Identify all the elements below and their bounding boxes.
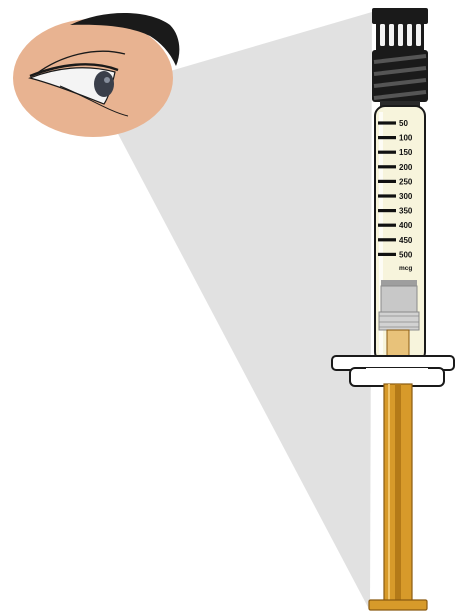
graduation-label: 150 (399, 148, 413, 157)
graduation-tick (378, 209, 396, 213)
graduation-label: 350 (399, 207, 413, 216)
graduation-tick (378, 136, 396, 140)
graduation-label: 250 (399, 177, 413, 186)
graduation-tick (378, 238, 396, 242)
graduation-label: 300 (399, 192, 413, 201)
graduation-tick (378, 150, 396, 154)
syringe-cap (372, 8, 428, 109)
eyelid-crease (35, 50, 126, 75)
lower-lid (59, 85, 129, 117)
pupil-highlight (104, 77, 110, 83)
eye-icon (13, 12, 180, 137)
finger-flange (331, 355, 455, 387)
graduation-tick (378, 179, 396, 183)
graduation-label: 500 (399, 250, 413, 259)
iris (94, 71, 114, 97)
upper-lid (29, 63, 119, 78)
barrel-shine (379, 112, 383, 354)
plunger-rod (368, 383, 428, 611)
graduation-label: 450 (399, 236, 413, 245)
graduation-label: 400 (399, 221, 413, 230)
graduation-tick (378, 252, 396, 256)
syringe-stopper (378, 280, 420, 331)
graduation-label: 50 (399, 119, 408, 128)
graduation-tick (378, 223, 396, 227)
graduation-tick (378, 194, 396, 198)
graduation-tick (378, 121, 396, 125)
graduation-label: 100 (399, 134, 413, 143)
graduation-scale: 50 100 150 200 250 300 350 400 450 500 mcg (378, 119, 413, 272)
syringe-icon: 50 100 150 200 250 300 350 400 450 500 mcg (331, 8, 455, 611)
scale-unit-label: mcg (399, 265, 412, 272)
projection-beam (98, 12, 372, 611)
graduation-tick (378, 165, 396, 169)
graduation-label: 200 (399, 163, 413, 172)
eyebrow (70, 12, 180, 66)
